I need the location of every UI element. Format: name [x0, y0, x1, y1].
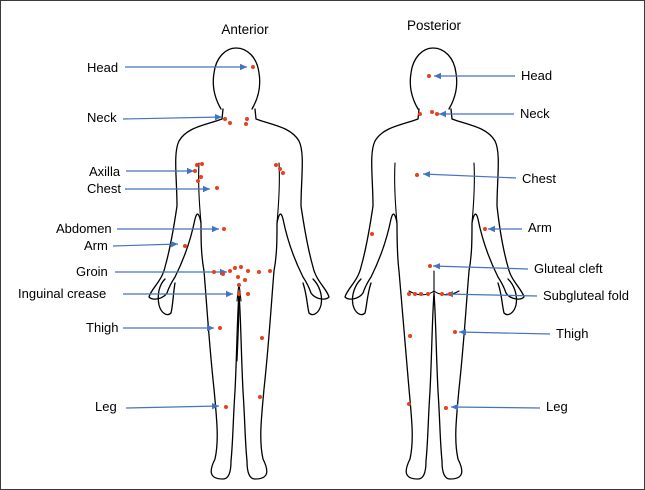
lesion-marker — [246, 269, 250, 273]
anterior-left-hand — [158, 279, 175, 315]
label-anterior-neck: Neck — [87, 110, 117, 125]
lesion-marker — [228, 121, 232, 125]
lesion-marker — [408, 334, 412, 338]
lesion-marker — [239, 265, 243, 269]
anterior-figure — [149, 48, 329, 479]
lesion-marker — [257, 270, 261, 274]
arrow-anterior-arm — [113, 244, 178, 246]
lesion-marker — [281, 171, 285, 175]
posterior-title: Posterior — [407, 18, 462, 33]
lesion-marker — [212, 270, 216, 274]
lesion-marker — [440, 292, 444, 296]
lesion-marker — [236, 275, 240, 279]
posterior-head — [410, 48, 456, 109]
label-anterior-groin: Groin — [76, 264, 108, 279]
lesion-marker — [193, 169, 197, 173]
anterior-head — [213, 48, 259, 109]
label-posterior-neck: Neck — [520, 106, 550, 121]
lesion-marker — [196, 179, 200, 183]
lesion-marker — [237, 292, 241, 296]
lesion-marker — [413, 292, 417, 296]
label-anterior-abdomen: Abdomen — [56, 221, 112, 236]
lesion-marker — [407, 402, 411, 406]
lesion-marker — [274, 163, 278, 167]
lesion-marker — [221, 272, 225, 276]
lesion-marker — [199, 175, 203, 179]
lesion-marker — [278, 167, 282, 171]
lesion-marker — [222, 227, 226, 231]
lesion-marker — [419, 292, 423, 296]
posterior-left-hand — [352, 279, 371, 315]
lesion-marker — [430, 110, 434, 114]
anterior-right-inner-arm — [277, 163, 279, 223]
anterior-lesion-markers — [183, 65, 285, 409]
lesion-marker — [243, 278, 247, 282]
posterior-right-inner-arm — [472, 163, 474, 223]
lesion-marker — [245, 117, 249, 121]
lesion-marker — [244, 122, 248, 126]
lesion-marker — [418, 112, 422, 116]
lesion-marker — [268, 269, 272, 273]
label-posterior-gluteal-cleft: Gluteal cleft — [534, 261, 603, 276]
lesion-marker — [183, 244, 187, 248]
lesion-marker — [251, 65, 255, 69]
lesion-marker — [370, 232, 374, 236]
lesion-marker — [215, 186, 219, 190]
lesion-marker — [444, 406, 448, 410]
label-anterior-chest: Chest — [87, 181, 121, 196]
arrow-posterior-gluteal-cleft — [433, 266, 528, 269]
lesion-marker — [224, 405, 228, 409]
label-anterior-leg: Leg — [95, 399, 117, 414]
label-posterior-arm: Arm — [528, 220, 552, 235]
label-anterior-head: Head — [87, 60, 118, 75]
label-anterior-arm: Arm — [84, 238, 108, 253]
lesion-marker — [233, 266, 237, 270]
arrow-anterior-leg — [126, 406, 219, 408]
lesion-marker — [407, 292, 411, 296]
lesion-marker — [448, 292, 452, 296]
label-posterior-chest: Chest — [522, 171, 556, 186]
posterior-figure — [345, 48, 524, 479]
lesion-marker — [435, 112, 439, 116]
arrow-posterior-leg — [451, 407, 540, 408]
lesion-marker — [218, 326, 222, 330]
lesion-marker — [415, 173, 419, 177]
lesion-marker — [223, 117, 227, 121]
lesion-marker — [483, 227, 487, 231]
posterior-right-hand — [498, 279, 517, 315]
lesion-marker — [200, 162, 204, 166]
label-posterior-thigh: Thigh — [556, 326, 589, 341]
anterior-title: Anterior — [221, 22, 269, 37]
lesion-marker — [260, 336, 264, 340]
label-posterior-leg: Leg — [546, 399, 568, 414]
lesion-marker — [237, 283, 241, 287]
anterior-left-inner-arm — [199, 163, 201, 223]
lesion-marker — [428, 264, 432, 268]
anterior-annotations: Head Neck Axilla Chest Abdomen Arm Groin… — [18, 60, 247, 414]
lesion-marker — [427, 74, 431, 78]
arrow-posterior-chest — [423, 174, 516, 178]
posterior-left-inner-arm — [395, 163, 397, 223]
anterior-right-hand — [303, 279, 322, 315]
lesion-marker — [195, 163, 199, 167]
lesion-marker — [228, 269, 232, 273]
label-anterior-axilla: Axilla — [89, 164, 121, 179]
lesion-marker — [258, 395, 262, 399]
lesion-marker — [453, 330, 457, 334]
label-posterior-subgluteal-fold: Subgluteal fold — [543, 288, 629, 303]
arrow-anterior-neck — [123, 117, 222, 119]
label-posterior-head: Head — [521, 68, 552, 83]
label-anterior-inguinal-crease: Inguinal crease — [18, 286, 106, 301]
lesion-marker — [426, 292, 430, 296]
label-anterior-thigh: Thigh — [86, 320, 119, 335]
lesion-marker — [246, 292, 250, 296]
arrow-posterior-thigh — [459, 332, 550, 334]
